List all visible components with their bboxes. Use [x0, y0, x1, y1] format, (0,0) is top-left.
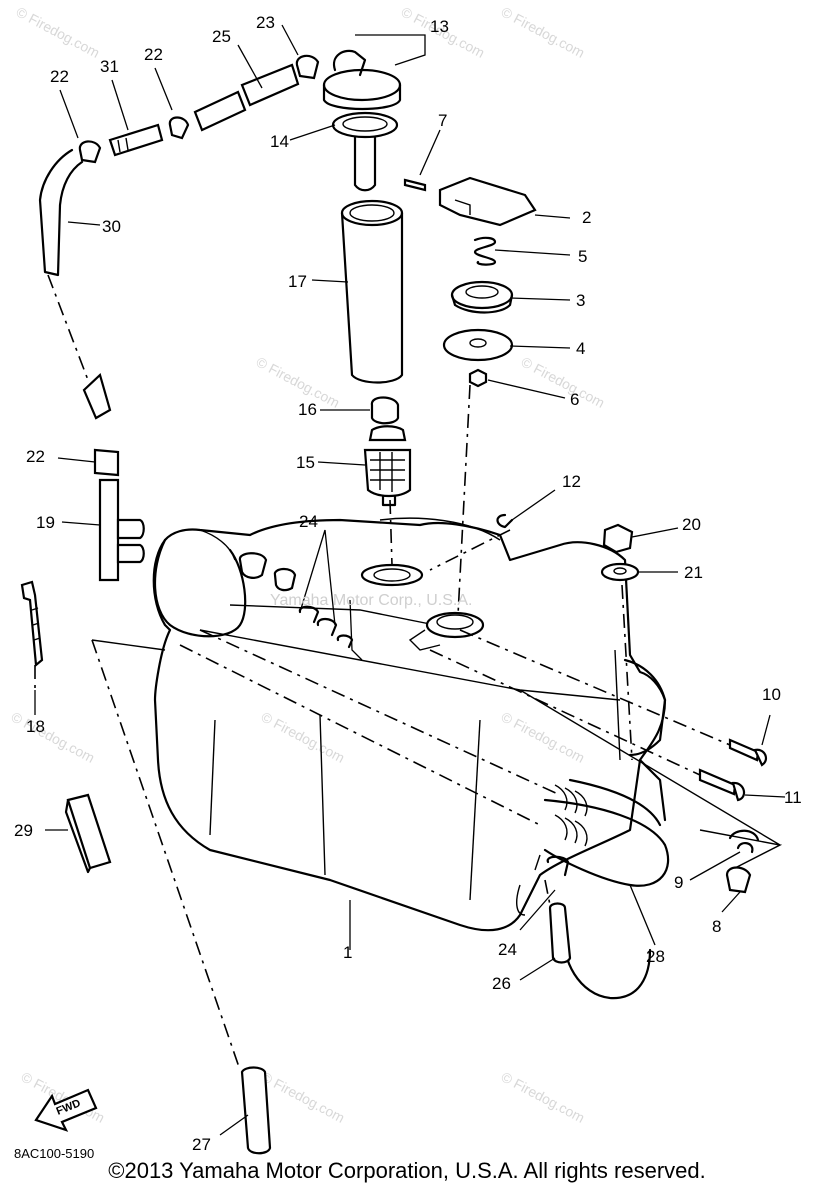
callout-3: 3 — [576, 291, 585, 310]
part-22-clamps — [78, 116, 190, 477]
callout-8: 8 — [712, 917, 721, 936]
callout-28: 28 — [646, 947, 665, 966]
watermark: © Firedog.com — [259, 1069, 348, 1126]
callout-4: 4 — [576, 339, 585, 358]
callout-1: 1 — [343, 943, 352, 962]
callout-2: 2 — [582, 208, 591, 227]
callout-6: 6 — [570, 390, 579, 409]
watermark: © Firedog.com — [14, 4, 103, 61]
part-30-hose — [38, 148, 84, 277]
part-24-clamps — [238, 552, 570, 877]
watermark: © Firedog.com — [9, 709, 98, 766]
part-8-cap — [725, 866, 752, 894]
callout-13: 13 — [430, 17, 449, 36]
callout-25: 25 — [212, 27, 231, 46]
part-3-ring — [450, 280, 514, 314]
callout-16: 16 — [298, 400, 317, 419]
callout-18: 18 — [26, 717, 45, 736]
part-31-joint — [108, 123, 164, 157]
callout-22: 22 — [50, 67, 69, 86]
callout-11: 11 — [784, 788, 802, 807]
part-25-hose — [193, 63, 300, 132]
watermark: © Firedog.com — [499, 4, 588, 61]
part-17-tube — [340, 199, 404, 384]
assembly-lines — [34, 274, 783, 1071]
part-23-clamp — [295, 54, 320, 80]
callout-31: 31 — [100, 57, 119, 76]
part-15-filter — [363, 425, 412, 507]
part-29-pad — [64, 793, 112, 874]
callout-22: 22 — [26, 447, 45, 466]
fuel-tank — [152, 517, 670, 1000]
part-14-gasket — [331, 111, 399, 139]
watermark: © Firedog.com — [499, 1069, 588, 1126]
callout-17: 17 — [288, 272, 307, 291]
callout-15: 15 — [296, 453, 315, 472]
callout-14: 14 — [270, 132, 289, 151]
part-6-nut — [468, 368, 488, 388]
part-4-washer — [442, 328, 514, 362]
diagram-code: 8AC100-5190 — [14, 1146, 94, 1161]
part-18-strap — [20, 580, 44, 668]
fwd-arrow-icon: FWD — [34, 1088, 98, 1132]
callout-numbers: 1 2 3 4 5 6 7 8 9 10 11 12 13 14 15 16 1… — [14, 13, 802, 1154]
part-26-hose — [548, 902, 572, 964]
part-10-bolt — [728, 738, 768, 767]
callout-24: 24 — [299, 512, 318, 531]
part-2-cap — [438, 176, 537, 227]
callout-24: 24 — [498, 940, 517, 959]
part-20-grommet — [602, 523, 634, 554]
callout-22: 22 — [144, 45, 163, 64]
callout-26: 26 — [492, 974, 511, 993]
copyright-footer: ©2013 Yamaha Motor Corporation, U.S.A. A… — [108, 1158, 706, 1183]
callout-19: 19 — [36, 513, 55, 532]
callout-23: 23 — [256, 13, 275, 32]
part-7-pin — [403, 178, 427, 192]
watermark: © Firedog.com — [259, 709, 348, 766]
part-11-bolt — [698, 768, 746, 802]
callout-30: 30 — [102, 217, 121, 236]
callout-20: 20 — [682, 515, 701, 534]
part-21-washer — [600, 562, 640, 582]
leader-lines — [34, 24, 786, 1136]
part-13-fuel-cap — [322, 49, 402, 192]
part-5-spring — [473, 236, 497, 266]
callout-9: 9 — [674, 873, 683, 892]
callout-7: 7 — [438, 111, 447, 130]
part-19-fitting — [82, 372, 145, 582]
callout-21: 21 — [684, 563, 703, 582]
part-12-clip — [496, 513, 514, 529]
part-16-clamp — [370, 396, 400, 425]
part-27-hose — [240, 1066, 272, 1155]
center-watermark: Yamaha Motor Corp., U.S.A. — [270, 592, 472, 609]
callout-5: 5 — [578, 247, 587, 266]
part-9-clip — [728, 829, 760, 854]
callout-29: 29 — [14, 821, 33, 840]
callout-27: 27 — [192, 1135, 211, 1154]
callout-10: 10 — [762, 685, 781, 704]
watermarks: © Firedog.com © Firedog.com © Firedog.co… — [9, 4, 608, 1126]
callout-12: 12 — [562, 472, 581, 491]
watermark: © Firedog.com — [519, 354, 608, 411]
